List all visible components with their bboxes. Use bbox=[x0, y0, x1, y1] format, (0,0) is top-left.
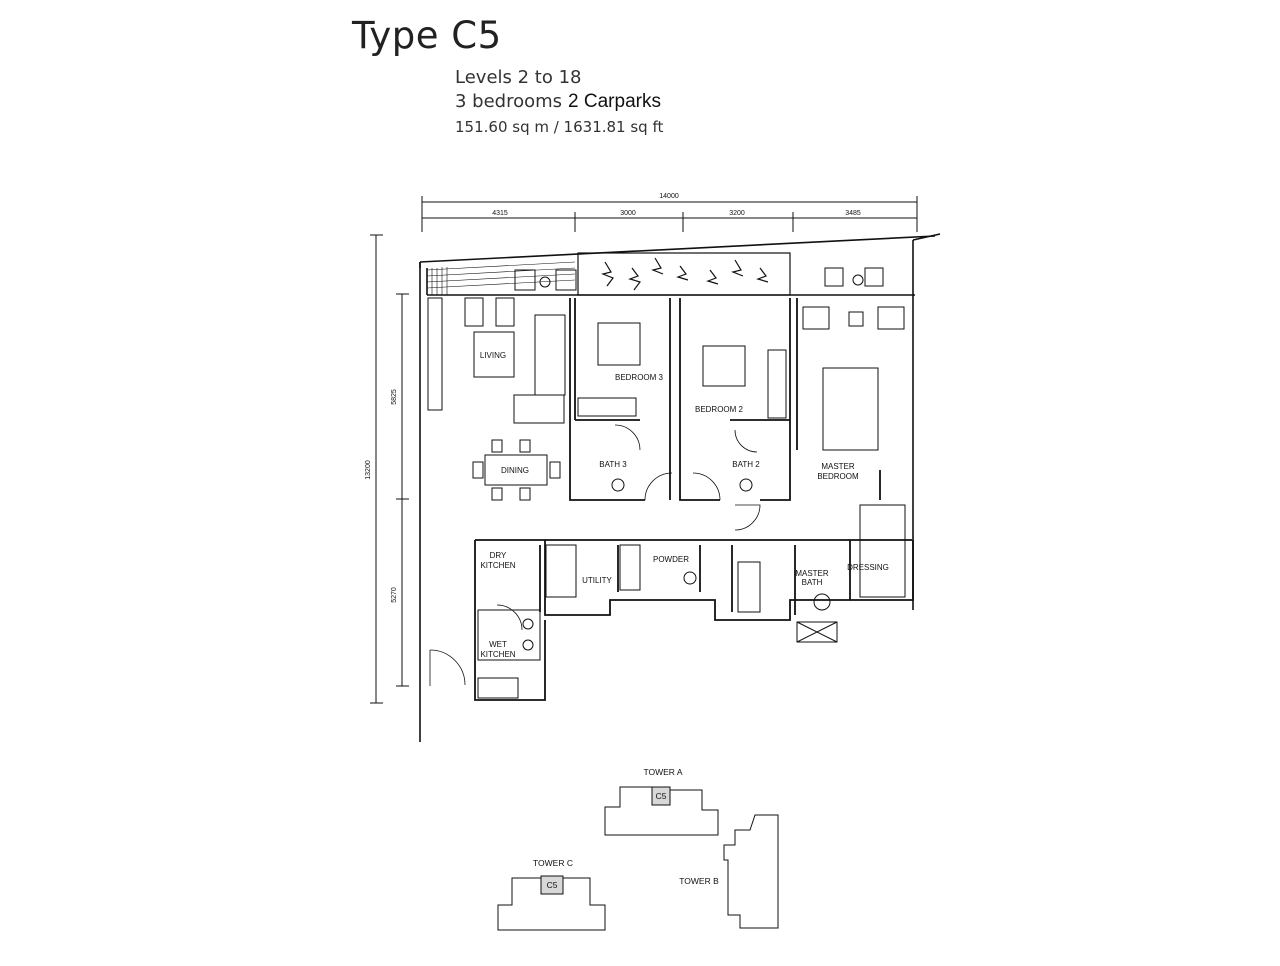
keyplan-drawing bbox=[497, 786, 779, 931]
dim-depth-upper: 5825 bbox=[391, 389, 398, 405]
dim-total-width: 14000 bbox=[659, 193, 679, 200]
keyplan-unit-a-label: C5 bbox=[656, 791, 667, 801]
dim-segment-2: 3000 bbox=[620, 210, 636, 217]
room-powder-label: POWDER bbox=[653, 555, 689, 564]
carparks-text: 2 Carparks bbox=[568, 91, 661, 112]
dim-segment-3: 3200 bbox=[729, 210, 745, 217]
furniture bbox=[427, 267, 906, 699]
room-bedroom2-label: BEDROOM 2 bbox=[695, 405, 744, 414]
left-dimension-lines bbox=[370, 234, 409, 704]
keyplan-tower-a-label: TOWER A bbox=[643, 767, 682, 777]
room-utility-label: UTILITY bbox=[582, 576, 612, 585]
keyplan-unit-c-label: C5 bbox=[547, 880, 558, 890]
room-dressing-label: DRESSING bbox=[847, 563, 889, 572]
interior-walls bbox=[474, 298, 914, 701]
room-master-bedroom-label-2: BEDROOM bbox=[817, 472, 859, 481]
room-dining-label: DINING bbox=[501, 466, 529, 475]
door-swings bbox=[429, 424, 761, 686]
room-dry-kitchen-label-1: DRY bbox=[490, 551, 507, 560]
room-dry-kitchen-label-2: KITCHEN bbox=[480, 561, 515, 570]
room-bath3-label: BATH 3 bbox=[599, 460, 627, 469]
bedrooms-text: 3 bedrooms bbox=[455, 91, 563, 112]
dim-total-depth: 13200 bbox=[365, 460, 372, 480]
room-bedroom3-label: BEDROOM 3 bbox=[615, 373, 664, 382]
room-living-label: LIVING bbox=[480, 351, 506, 360]
keyplan-tower-c-label: TOWER C bbox=[533, 858, 573, 868]
balcony-rail bbox=[426, 261, 576, 295]
room-bath2-label: BATH 2 bbox=[732, 460, 760, 469]
planter-box bbox=[577, 252, 791, 296]
keyplan-tower-b-label: TOWER B bbox=[679, 876, 719, 886]
plan-title: Type C5 bbox=[352, 14, 502, 57]
planter-plants bbox=[601, 257, 769, 291]
room-master-bath-label-1: MASTER bbox=[795, 569, 829, 578]
levels-text: Levels 2 to 18 bbox=[455, 67, 582, 88]
room-wet-kitchen-label-2: KITCHEN bbox=[480, 650, 515, 659]
dim-depth-lower: 5270 bbox=[391, 587, 398, 603]
top-dimension-lines bbox=[421, 196, 918, 232]
area-text: 151.60 sq m / 1631.81 sq ft bbox=[455, 118, 664, 136]
room-wet-kitchen-label-1: WET bbox=[489, 640, 507, 649]
room-master-bath-label-2: BATH bbox=[802, 578, 823, 587]
dim-segment-1: 4315 bbox=[492, 210, 508, 217]
room-master-bedroom-label-1: MASTER bbox=[821, 462, 855, 471]
dim-segment-4: 3485 bbox=[845, 210, 861, 217]
